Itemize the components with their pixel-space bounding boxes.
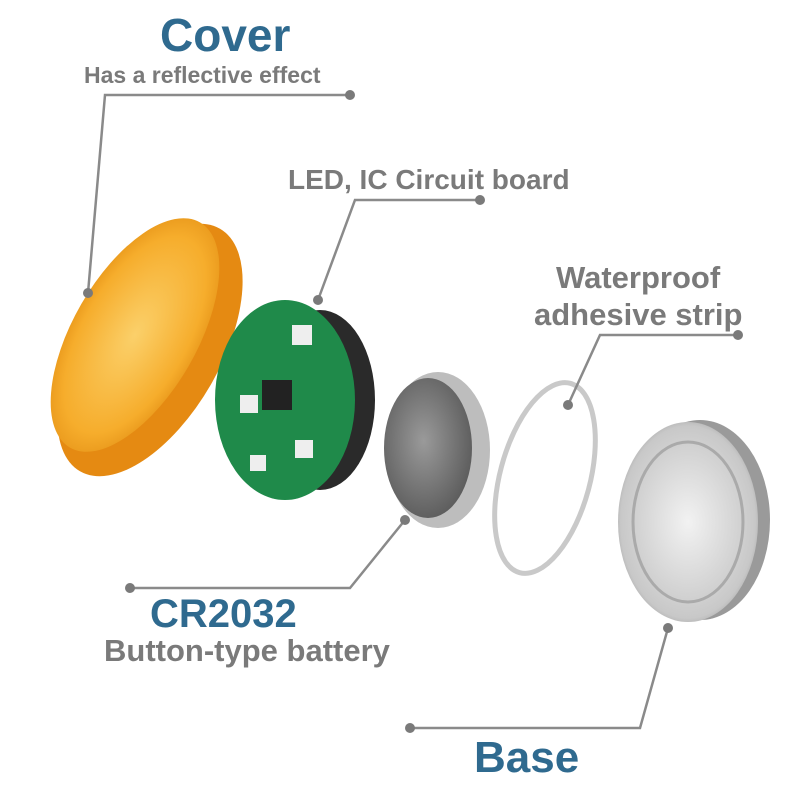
cover-title: Cover bbox=[160, 9, 291, 61]
battery-subtitle: Button-type battery bbox=[104, 633, 390, 668]
strip-label-line1: Waterproof bbox=[556, 260, 721, 295]
base-part bbox=[618, 420, 770, 622]
circuit-board-label: LED, IC Circuit board bbox=[288, 164, 570, 195]
leader-dots bbox=[83, 90, 743, 733]
cover-subtitle: Has a reflective effect bbox=[84, 62, 321, 88]
adhesive-strip-part bbox=[492, 380, 598, 576]
base-title: Base bbox=[474, 733, 580, 782]
circuit-board-part bbox=[215, 300, 375, 500]
leader-lines bbox=[86, 93, 738, 730]
battery-part bbox=[384, 372, 490, 528]
battery-title: CR2032 bbox=[150, 592, 297, 636]
strip-label-line2: adhesive strip bbox=[534, 297, 743, 332]
cover-part bbox=[50, 218, 243, 477]
